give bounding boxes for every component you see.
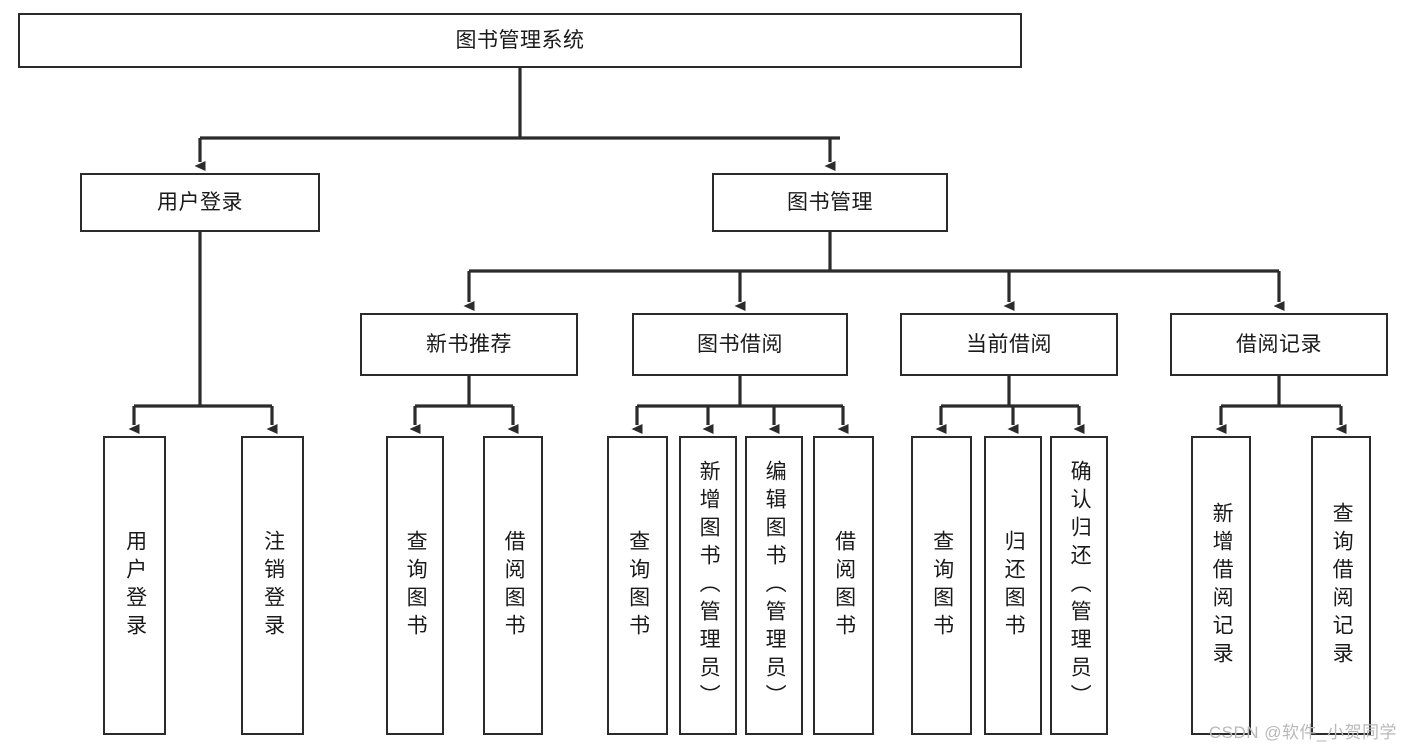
node-leaf-borrow-book-2-label: 借阅图书 <box>832 529 856 642</box>
node-book-manage-label: 图书管理 <box>787 190 873 214</box>
node-current-borrow[interactable]: 当前借阅 <box>900 313 1118 376</box>
node-leaf-confirm-return-label: 确认归还（管理员） <box>1068 459 1092 712</box>
node-leaf-query-book-2[interactable]: 查询图书 <box>607 436 668 735</box>
node-user-login[interactable]: 用户登录 <box>80 173 320 232</box>
node-leaf-add-book[interactable]: 新增图书（管理员） <box>679 436 737 735</box>
node-leaf-borrow-book-2[interactable]: 借阅图书 <box>813 436 874 735</box>
node-leaf-add-record[interactable]: 新增借阅记录 <box>1191 436 1251 735</box>
node-book-manage[interactable]: 图书管理 <box>712 173 948 232</box>
node-user-login-label: 用户登录 <box>157 190 243 214</box>
node-leaf-add-book-label: 新增图书（管理员） <box>697 459 721 712</box>
node-leaf-query-book-1-label: 查询图书 <box>404 529 428 642</box>
node-leaf-query-book-1[interactable]: 查询图书 <box>386 436 444 735</box>
node-leaf-edit-book-label: 编辑图书（管理员） <box>763 459 787 712</box>
node-leaf-user-login-label: 用户登录 <box>123 529 147 642</box>
node-leaf-query-record-label: 查询借阅记录 <box>1330 501 1354 670</box>
node-book-borrow[interactable]: 图书借阅 <box>632 313 848 376</box>
node-leaf-query-book-3-label: 查询图书 <box>930 529 954 642</box>
node-leaf-query-book-2-label: 查询图书 <box>626 529 650 642</box>
node-new-book-rec[interactable]: 新书推荐 <box>360 313 578 376</box>
watermark-text: CSDN @软件_小贺同学 <box>1208 723 1397 742</box>
node-new-book-rec-label: 新书推荐 <box>426 332 512 356</box>
node-leaf-return-book[interactable]: 归还图书 <box>984 436 1042 735</box>
node-book-borrow-label: 图书借阅 <box>697 332 783 356</box>
node-leaf-add-record-label: 新增借阅记录 <box>1210 501 1234 670</box>
node-leaf-user-login[interactable]: 用户登录 <box>103 436 166 735</box>
node-leaf-logout-label: 注销登录 <box>261 529 285 642</box>
node-borrow-record[interactable]: 借阅记录 <box>1170 313 1388 376</box>
node-leaf-query-book-3[interactable]: 查询图书 <box>911 436 972 735</box>
node-leaf-logout[interactable]: 注销登录 <box>241 436 304 735</box>
node-leaf-confirm-return[interactable]: 确认归还（管理员） <box>1050 436 1108 735</box>
node-root[interactable]: 图书管理系统 <box>18 13 1022 68</box>
node-current-borrow-label: 当前借阅 <box>966 332 1052 356</box>
node-borrow-record-label: 借阅记录 <box>1236 332 1322 356</box>
node-leaf-edit-book[interactable]: 编辑图书（管理员） <box>745 436 803 735</box>
node-leaf-borrow-book-1-label: 借阅图书 <box>502 529 526 642</box>
node-root-label: 图书管理系统 <box>455 28 585 52</box>
node-leaf-return-book-label: 归还图书 <box>1002 529 1026 642</box>
node-leaf-borrow-book-1[interactable]: 借阅图书 <box>483 436 543 735</box>
node-leaf-query-record[interactable]: 查询借阅记录 <box>1311 436 1371 735</box>
